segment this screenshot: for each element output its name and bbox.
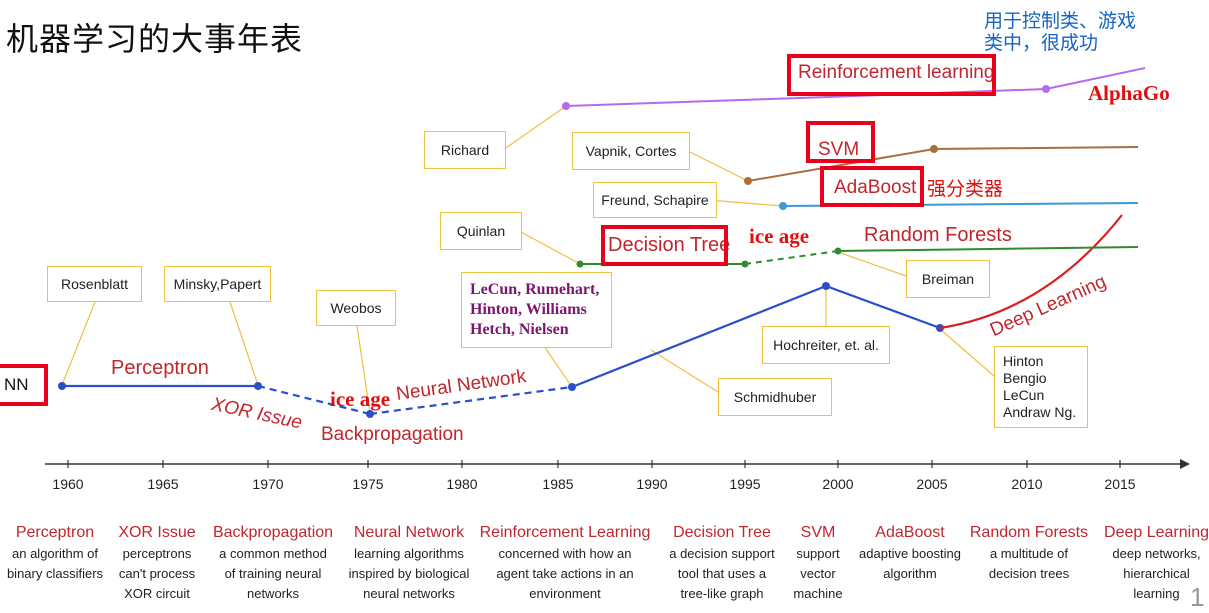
label-perceptron: Perceptron xyxy=(111,357,209,379)
page-number: 1 xyxy=(1190,582,1205,612)
year-label: 1975 xyxy=(352,476,384,492)
callout-deep-group: Hinton Bengio LeCun Andraw Ng. xyxy=(994,346,1088,428)
year-label: 2005 xyxy=(916,476,948,492)
label-nn: NN xyxy=(4,375,29,394)
highlight-reinforcement xyxy=(787,54,996,96)
deep-learning-curve xyxy=(939,214,1123,330)
year-label: 1965 xyxy=(147,476,179,492)
highlight-nn xyxy=(0,364,48,406)
definition-reinforcement: Reinforcement Learning concerned with ho… xyxy=(479,524,651,601)
year-label: 2010 xyxy=(1011,476,1043,492)
svm-line xyxy=(744,145,1139,185)
label-random-forests: Random Forests xyxy=(864,224,1012,246)
label-ice-age-2: ice age xyxy=(749,224,810,248)
year-label: 1970 xyxy=(252,476,284,492)
highlight-svm xyxy=(806,121,875,163)
label-reinforcement: Reinforcement learning xyxy=(798,62,995,83)
callout-rosenblatt: Rosenblatt xyxy=(47,266,142,302)
callout-breiman: Breiman xyxy=(906,260,990,298)
year-label: 1985 xyxy=(542,476,574,492)
callout-hochreiter: Hochreiter, et. al. xyxy=(762,326,890,364)
definition-deep-learning: Deep Learning deep networks,hierarchical… xyxy=(1104,524,1209,601)
year-label: 2015 xyxy=(1104,476,1136,492)
time-axis xyxy=(45,459,1190,469)
top-note: 用于控制类、游戏类中，很成功 xyxy=(984,10,1137,54)
year-label: 1995 xyxy=(729,476,761,492)
year-label: 2000 xyxy=(822,476,854,492)
callout-minsky: Minsky,Papert xyxy=(164,266,271,302)
callout-schmidhuber: Schmidhuber xyxy=(718,378,832,416)
label-adaboost: AdaBoost xyxy=(834,177,917,198)
callout-quinlan: Quinlan xyxy=(440,212,522,250)
year-label: 1960 xyxy=(52,476,84,492)
label-strong-classifier: 强分类器 xyxy=(927,178,1004,200)
page-title: 机器学习的大事年表 xyxy=(6,20,304,58)
label-backprop: Backpropagation xyxy=(321,424,464,445)
year-label: 1980 xyxy=(446,476,478,492)
label-alphago: AlphaGo xyxy=(1088,81,1170,105)
label-decision-tree: Decision Tree xyxy=(608,234,731,256)
callout-richard: Richard xyxy=(424,131,506,169)
year-label: 1990 xyxy=(636,476,668,492)
callout-vapnik: Vapnik, Cortes xyxy=(572,132,690,170)
label-ice-age-1: ice age xyxy=(330,387,391,411)
highlight-decision-tree xyxy=(601,225,728,266)
nn-line xyxy=(58,282,944,418)
callout-lecun-group: LeCun, Rumehart, Hinton, Williams Hetch,… xyxy=(461,272,612,348)
label-svm: SVM xyxy=(818,139,860,160)
callout-weobos: Weobos xyxy=(316,290,396,326)
highlight-adaboost xyxy=(820,166,924,207)
callout-freund: Freund, Schapire xyxy=(593,182,717,218)
